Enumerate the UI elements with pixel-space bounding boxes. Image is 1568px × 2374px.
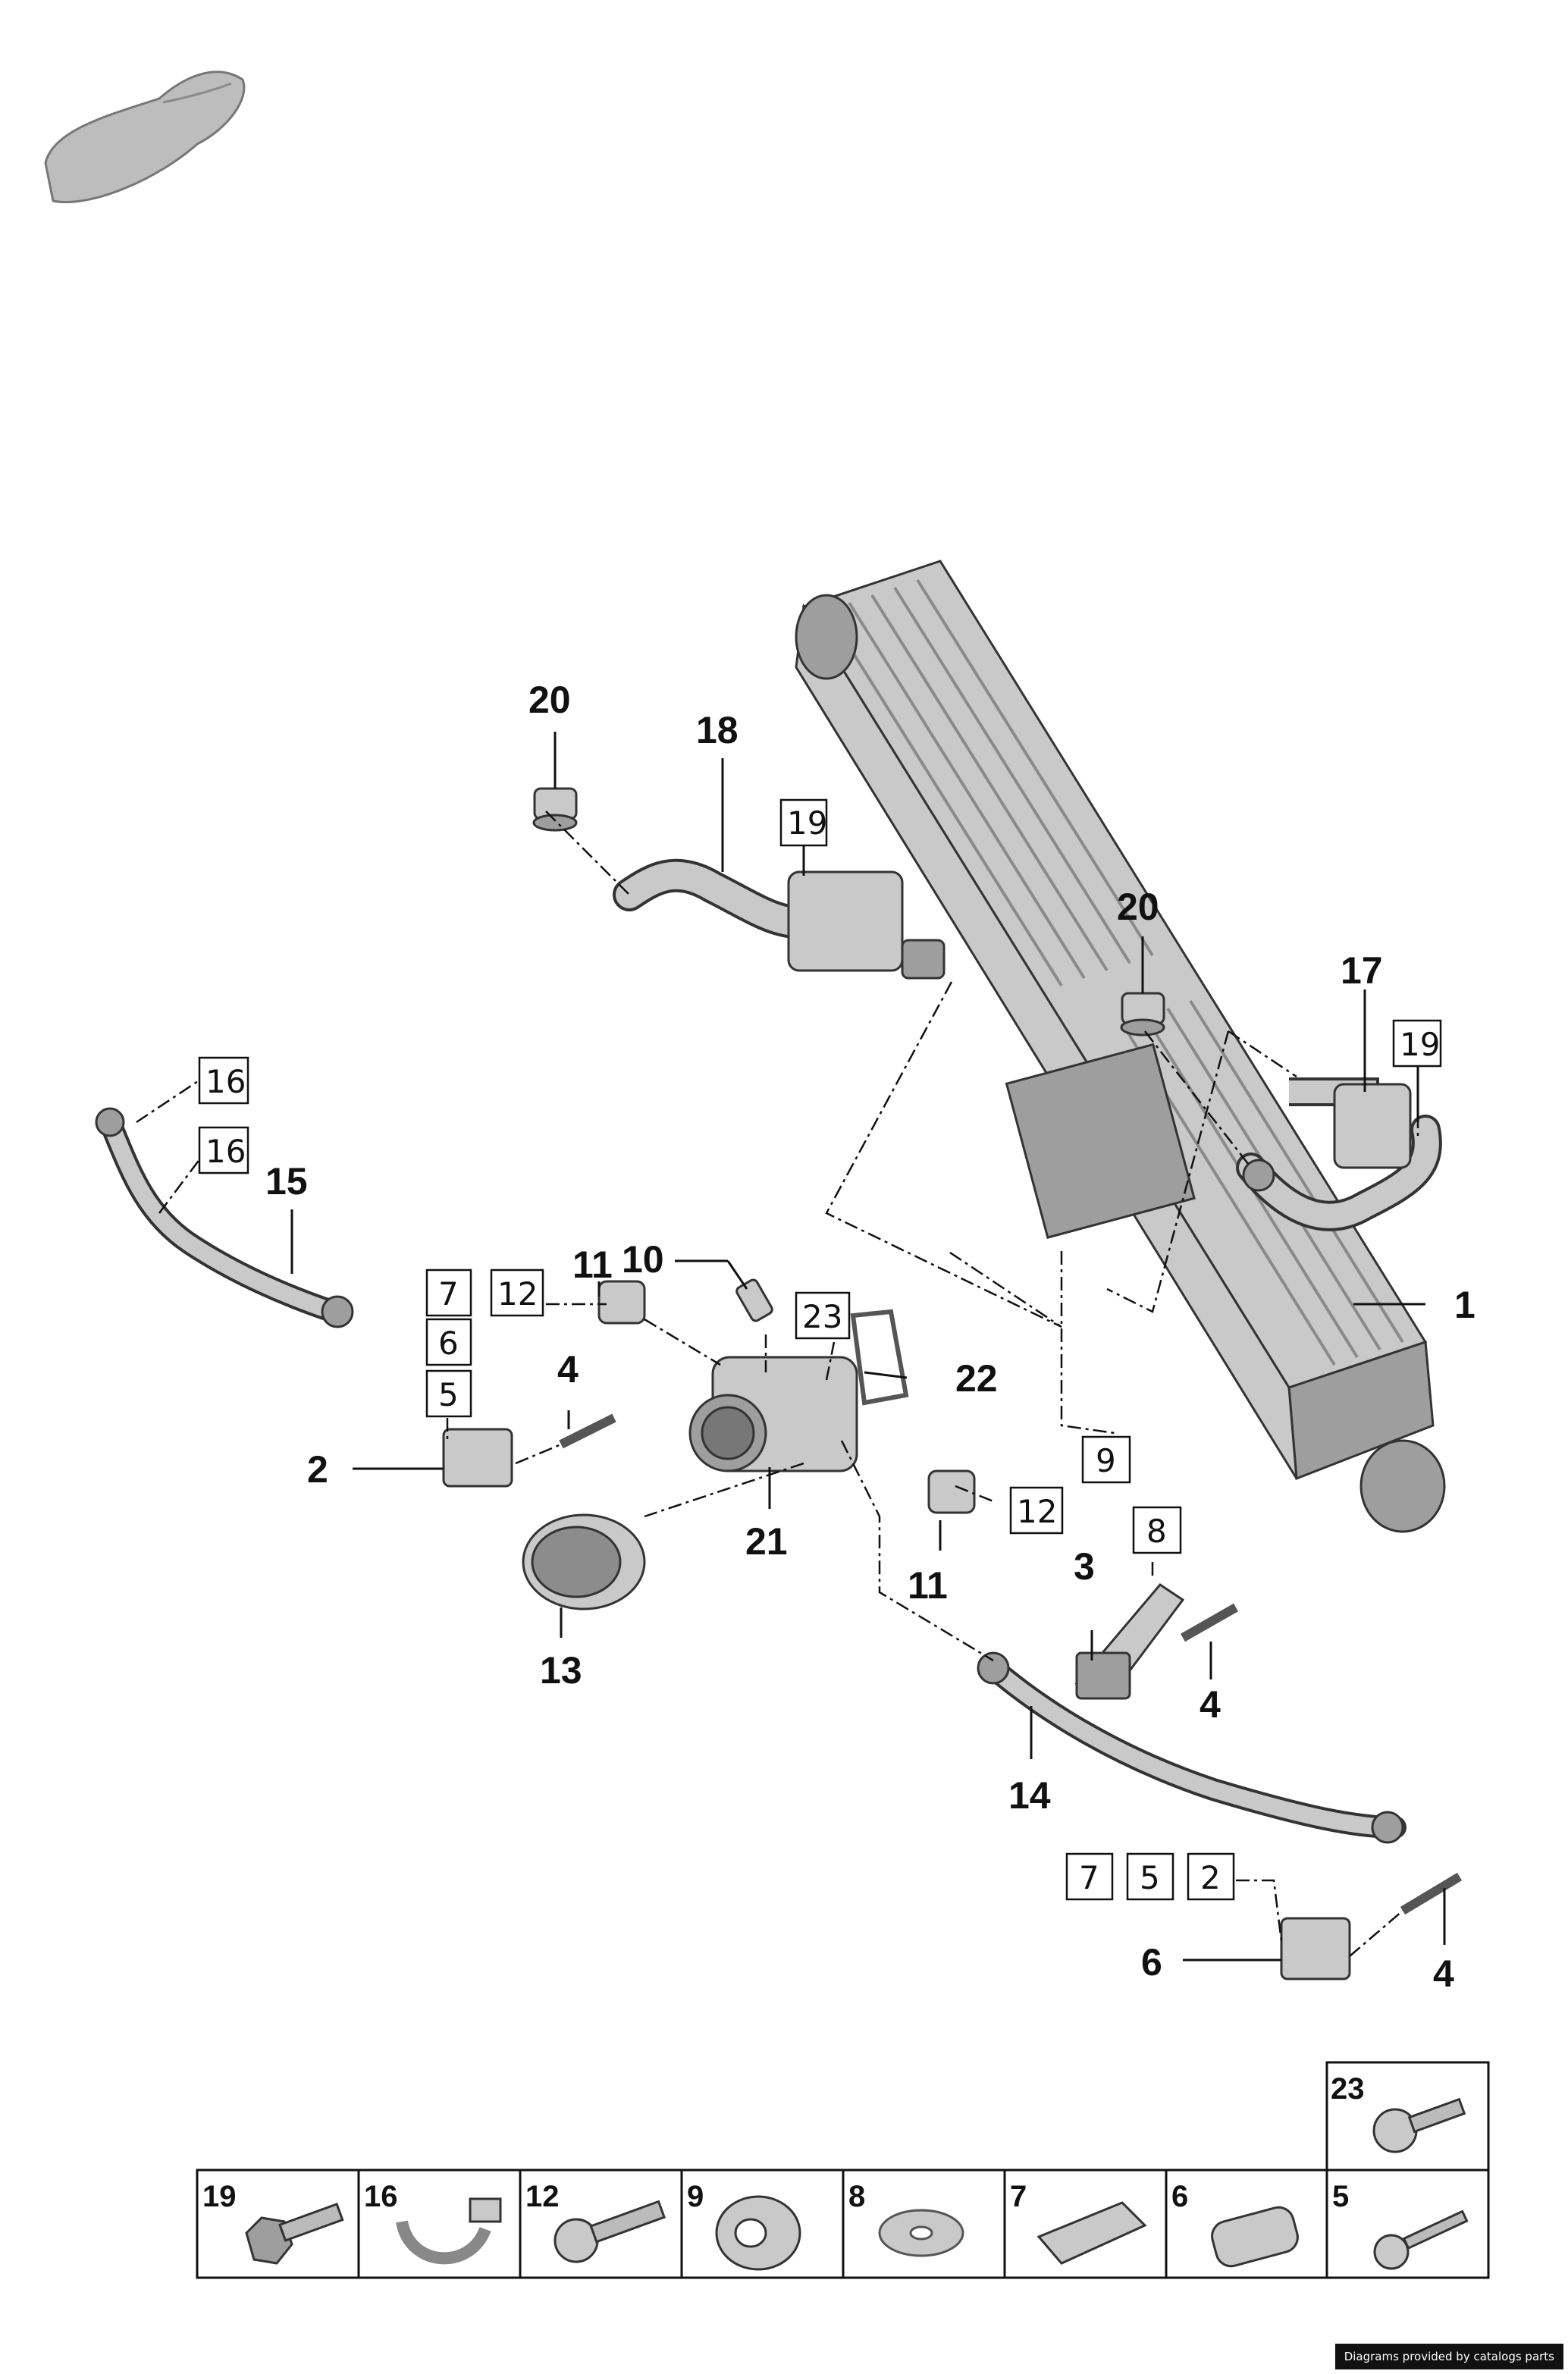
pressure-sensor-20a-part	[532, 787, 578, 832]
bolt-4b-part	[1181, 1603, 1238, 1642]
svg-text:19: 19	[787, 804, 827, 842]
table-dividers	[357, 2170, 1328, 2278]
vehicle-thumbnail-icon	[44, 71, 246, 203]
svg-text:12: 12	[497, 1275, 538, 1312]
screw-icon	[1373, 2209, 1469, 2270]
svg-text:7: 7	[1079, 1859, 1099, 1896]
boxed-callout-6-left: 6	[425, 1318, 472, 1366]
valve-11a-part	[597, 1280, 646, 1325]
svg-text:8: 8	[1146, 1513, 1167, 1550]
svg-text:16: 16	[205, 1063, 246, 1100]
callout-13: 13	[540, 1649, 582, 1692]
svg-text:6: 6	[438, 1325, 459, 1362]
svg-text:5: 5	[1140, 1859, 1160, 1896]
table-cell-23-screw-icon	[1372, 2097, 1466, 2153]
svg-text:5: 5	[438, 1376, 459, 1413]
callout-4-left: 4	[557, 1348, 579, 1391]
table-cell-label: 12	[525, 2180, 560, 2213]
svg-text:2: 2	[1200, 1859, 1221, 1896]
boxed-callout-5-left: 5	[425, 1369, 472, 1418]
table-cell-label: 9	[687, 2180, 704, 2213]
charge-air-hose-18-part	[613, 858, 946, 980]
valve-11b-part	[927, 1469, 976, 1514]
intercooler-fins	[825, 579, 1404, 1366]
svg-text:12: 12	[1017, 1493, 1057, 1530]
callout-3: 3	[1074, 1545, 1095, 1588]
boxed-callout-6-right: 5	[1126, 1852, 1174, 1901]
boxed-callout-5-right: 2	[1187, 1852, 1235, 1901]
callout-15: 15	[265, 1160, 308, 1203]
gasket-22-part	[850, 1309, 909, 1406]
boxed-callout-16-upper: 16	[198, 1056, 249, 1105]
table-cell-label: 5	[1332, 2180, 1349, 2213]
washer-icon	[878, 2209, 964, 2257]
bolt-4a-part	[559, 1413, 616, 1449]
coolant-pipe-14-part	[977, 1651, 1406, 1844]
sleeve-13-part	[522, 1513, 646, 1610]
svg-text:16: 16	[205, 1133, 246, 1170]
callout-22: 22	[955, 1357, 998, 1400]
callout-1: 1	[1454, 1284, 1475, 1326]
boxed-callout-16-lower: 16	[198, 1126, 249, 1174]
boxed-callout-8: 8	[1132, 1506, 1182, 1554]
callout-10: 10	[622, 1238, 664, 1281]
flange-bolt-icon	[554, 2200, 666, 2263]
table-cell-label: 7	[1010, 2180, 1027, 2213]
grommet-icon	[715, 2195, 801, 2271]
boxed-callout-7-right: 7	[1065, 1852, 1114, 1901]
connection-lines	[136, 811, 1419, 1957]
svg-text:7: 7	[438, 1275, 459, 1312]
callout-11-lower: 11	[908, 1564, 948, 1607]
boxed-callout-12-right: 12	[1009, 1486, 1064, 1535]
callout-18: 18	[696, 709, 739, 751]
boxed-callout-23: 23	[795, 1291, 851, 1340]
charge-air-hose-17-part	[1236, 1077, 1442, 1231]
callout-20-upper: 20	[528, 679, 571, 721]
leader-lines	[290, 732, 1446, 1962]
table-cell-label: 16	[364, 2180, 398, 2213]
intercooler-part	[795, 560, 1446, 1533]
callout-20-right: 20	[1117, 886, 1159, 928]
spacer-sleeve-icon	[1211, 2206, 1299, 2268]
callout-2-right: 6	[1141, 1941, 1162, 1984]
svg-text:19: 19	[1400, 1026, 1440, 1063]
hex-bolt-icon	[245, 2202, 344, 2265]
pressure-sensor-20b-part	[1120, 992, 1165, 1036]
coolant-pipe-15-part	[95, 1107, 354, 1328]
callout-4-right: 4	[1433, 1952, 1454, 1995]
callout-2-left: 2	[307, 1448, 328, 1491]
boxed-callout-9: 9	[1081, 1435, 1131, 1484]
table-cell-label: 6	[1171, 2180, 1188, 2213]
table-cell-label: 8	[848, 2180, 865, 2213]
callout-14: 14	[1008, 1774, 1051, 1817]
bracket-3-part	[1074, 1583, 1185, 1700]
clamp-icon	[396, 2197, 502, 2265]
bolt-4c-part	[1400, 1872, 1463, 1915]
bracket-2b-part	[1280, 1917, 1351, 1980]
boxed-callout-7-left: 7	[425, 1269, 472, 1317]
svg-text:9: 9	[1096, 1442, 1116, 1479]
callout-17: 17	[1341, 949, 1383, 992]
svg-text:23: 23	[802, 1298, 842, 1335]
boxed-callout-19-right: 19	[1392, 1019, 1442, 1068]
clip-icon	[1036, 2201, 1147, 2265]
callout-11-upper: 11	[572, 1243, 613, 1286]
boxed-callout-12-left: 12	[490, 1269, 544, 1317]
throttle-body-21-part	[688, 1356, 858, 1472]
sensor-10-part	[735, 1278, 773, 1322]
boxed-callout-19-upper: 19	[779, 798, 827, 847]
bracket-2a-part	[442, 1428, 513, 1488]
callout-4-middle: 4	[1200, 1683, 1221, 1726]
parts-table: 23 19 16 12 9 8 7 6 5	[196, 2061, 1490, 2279]
credit-badge: Diagrams provided by catalogs parts	[1334, 2344, 1563, 2369]
callout-21: 21	[745, 1520, 788, 1563]
table-cell-label: 19	[202, 2180, 237, 2213]
table-cell-top-label: 23	[1331, 2072, 1365, 2106]
